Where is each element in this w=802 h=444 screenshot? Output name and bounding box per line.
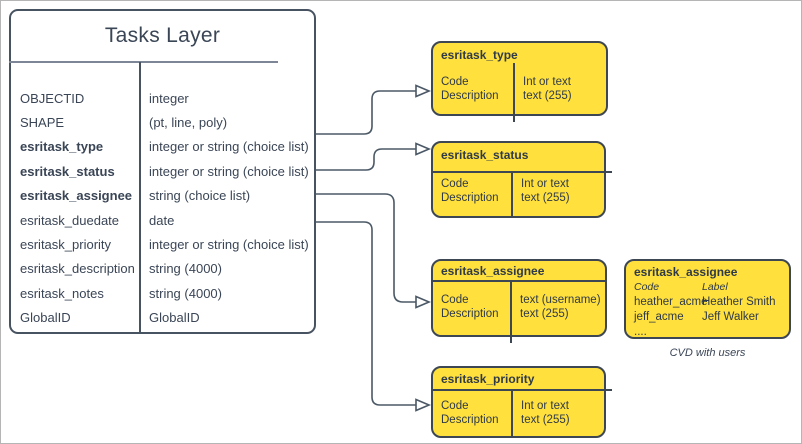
cvd-row-ellipsis: ....: [634, 326, 647, 338]
domain-divider: [511, 389, 513, 436]
connector-esritask-assignee: [314, 193, 416, 303]
domain-types: Int or text text (255): [521, 400, 570, 426]
field-name: GlobalID: [20, 310, 71, 326]
domain-fields: Code Description: [441, 76, 499, 102]
field-type: (pt, line, poly): [149, 115, 228, 131]
field-name: OBJECTID: [20, 90, 85, 106]
domain-fields: Code Description: [441, 400, 499, 426]
domain-box-title: esritask_type: [441, 48, 518, 62]
field-type: string (4000): [149, 285, 222, 301]
table-row: GlobalID GlobalID: [11, 306, 314, 330]
table-row: esritask_notes string (4000): [11, 281, 314, 305]
domain-box-title: esritask_priority: [441, 372, 535, 386]
field-name: SHAPE: [20, 115, 65, 131]
domain-box-title: esritask_status: [441, 148, 529, 162]
cvd-box-esritask-assignee: esritask_assignee Code Label heather_acm…: [624, 259, 791, 339]
field-name: esritask_duedate: [20, 212, 120, 228]
domain-types: Int or text text (255): [523, 76, 572, 102]
arrowhead-esritask-status: [415, 142, 432, 156]
domain-fields: Code Description: [441, 178, 499, 204]
arrowhead-esritask-priority: [415, 398, 432, 412]
field-type: string (choice list): [149, 188, 251, 204]
domain-box-esritask-priority: esritask_priority Code Description Int o…: [431, 366, 612, 438]
connector-esritask-priority: [314, 221, 416, 406]
domain-types: Int or text text (255): [521, 178, 570, 204]
field-type: integer or string (choice list): [149, 237, 309, 253]
cvd-row: jeff_acme Jeff Walker: [634, 311, 759, 323]
column-divider: [139, 62, 141, 332]
arrowhead-esritask-assignee: [415, 295, 432, 309]
field-type: GlobalID: [149, 310, 200, 326]
title-separator: [9, 61, 278, 63]
table-row: SHAPE (pt, line, poly): [11, 110, 314, 134]
domain-box-esritask-type: esritask_type Code Description Int or te…: [431, 41, 608, 122]
field-name: esritask_assignee: [20, 188, 133, 204]
domain-types: text (username) text (255): [520, 294, 601, 320]
field-name: esritask_status: [20, 163, 115, 179]
field-name: esritask_description: [20, 261, 135, 277]
cvd-column-headers: Code Label: [634, 281, 728, 293]
table-row: esritask_priority integer or string (cho…: [11, 232, 314, 256]
domain-header-separator: [431, 389, 612, 391]
domain-header-separator: [431, 171, 612, 173]
field-type: date: [149, 212, 175, 228]
arrowhead-esritask-type: [415, 84, 432, 98]
table-row: esritask_status integer or string (choic…: [11, 159, 314, 183]
connector-esritask-status: [314, 148, 416, 171]
table-row: esritask_type integer or string (choice …: [11, 135, 314, 159]
tasks-layer-node: Tasks Layer OBJECTID integer SHAPE (pt, …: [9, 9, 316, 334]
cvd-row: heather_acme Heather Smith: [634, 296, 776, 308]
field-name: esritask_notes: [20, 285, 104, 301]
field-name: esritask_type: [20, 139, 104, 155]
connector-esritask-type: [314, 90, 416, 135]
field-type: integer or string (choice list): [149, 139, 309, 155]
table-row: OBJECTID integer: [11, 86, 314, 110]
cvd-caption: CVD with users: [669, 347, 746, 359]
table-row: esritask_description string (4000): [11, 257, 314, 281]
table-row: esritask_assignee string (choice list): [11, 184, 314, 208]
tasks-layer-title: Tasks Layer: [104, 24, 221, 47]
cvd-value-list: Code Label heather_acme Heather Smith je…: [634, 280, 785, 340]
domain-divider: [510, 280, 512, 343]
domain-box-title: esritask_assignee: [441, 264, 545, 278]
field-type: integer or string (choice list): [149, 163, 309, 179]
cvd-box-title: esritask_assignee: [634, 265, 738, 279]
field-type: integer: [149, 90, 189, 106]
domain-divider: [513, 63, 515, 122]
domain-box-esritask-assignee: esritask_assignee Code Description text …: [431, 259, 607, 343]
field-type: string (4000): [149, 261, 222, 277]
domain-box-esritask-status: esritask_status Code Description Int or …: [431, 141, 612, 218]
field-rows: OBJECTID integer SHAPE (pt, line, poly) …: [11, 86, 314, 330]
domain-fields: Code Description: [441, 294, 499, 320]
domain-divider: [511, 171, 513, 216]
table-row: esritask_duedate date: [11, 208, 314, 232]
domain-header-separator: [431, 280, 607, 282]
field-name: esritask_priority: [20, 237, 112, 253]
